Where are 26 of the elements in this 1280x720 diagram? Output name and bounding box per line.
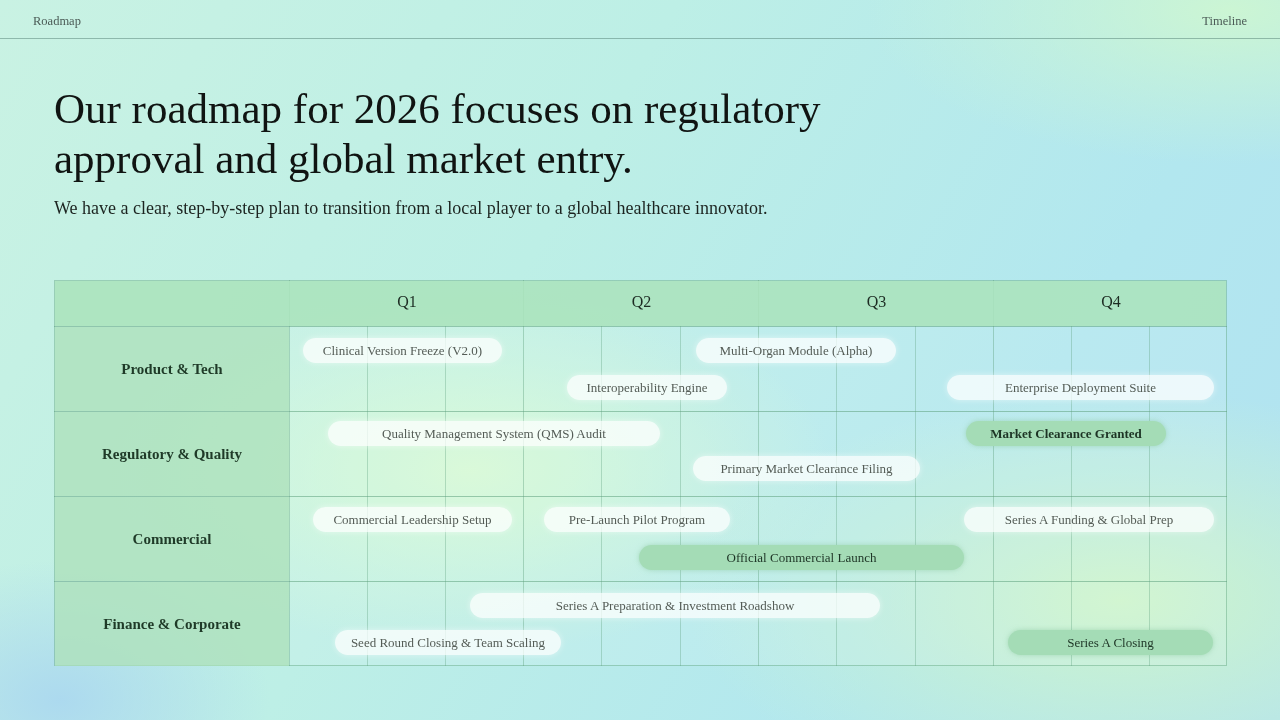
subtitle: We have a clear, step-by-step plan to transition from a local player to a global healthcare innovator. xyxy=(54,198,769,219)
task-bar: Enterprise Deployment Suite xyxy=(947,375,1214,400)
task-bar: Series A Preparation & Investment Roadshow xyxy=(470,593,880,618)
quarter-label: Q2 xyxy=(630,293,653,311)
task-bar: Clinical Version Freeze (V2.0) xyxy=(303,338,502,363)
milestone-bar: Official Commercial Launch xyxy=(639,545,964,570)
section-label: Roadmap xyxy=(33,14,81,29)
task-bar: Commercial Leadership Setup xyxy=(313,507,512,532)
quarter-label: Q1 xyxy=(396,293,418,311)
row-header: Commercial xyxy=(55,497,289,581)
task-bar: Multi-Organ Module (Alpha) xyxy=(696,338,896,363)
task-bar: Series A Funding & Global Prep xyxy=(964,507,1214,532)
milestone-bar: Market Clearance Granted xyxy=(966,421,1166,446)
section-label: Timeline xyxy=(1202,14,1247,29)
task-bar: Interoperability Engine xyxy=(567,375,727,400)
title: Our roadmap for 2026 focuses on regulatory approval and global market entry. xyxy=(54,84,822,184)
task-bar: Pre-Launch Pilot Program xyxy=(544,507,730,532)
task-bar: Primary Market Clearance Filing xyxy=(693,456,920,481)
task-bar: Seed Round Closing & Team Scaling xyxy=(335,630,561,655)
quarter-label: Q4 xyxy=(1100,293,1122,311)
task-bar: Quality Management System (QMS) Audit xyxy=(328,421,660,446)
quarter-label: Q3 xyxy=(865,293,888,311)
row-header: Product & Tech xyxy=(55,327,289,411)
row-header: Finance & Corporate xyxy=(55,582,289,666)
milestone-bar: Series A Closing xyxy=(1008,630,1213,655)
row-header: Regulatory & Quality xyxy=(55,412,289,496)
